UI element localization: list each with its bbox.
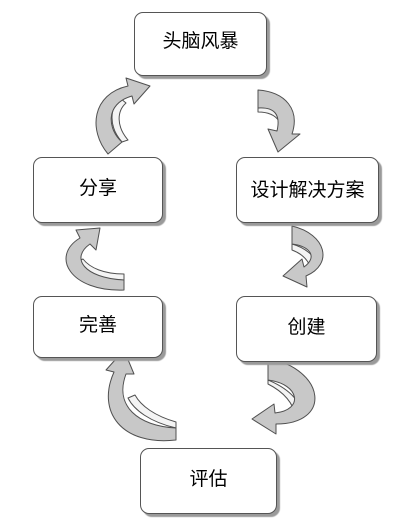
step-box-design-solution: 设计解决方案 [236,157,379,223]
step-label-design-solution: 设计解决方案 [250,178,365,201]
curved-arrow-build-to-evaluate [251,357,316,435]
curved-arrow-brainstorm-to-design [257,89,301,153]
curved-arrow-design-to-build [282,225,324,288]
curved-arrow-share-to-brainstorm [95,77,151,155]
step-label-evaluate: 评估 [189,467,228,490]
step-box-brainstorm: 头脑风暴 [134,12,267,76]
curved-arrow-evaluate-to-improve [105,349,177,442]
step-box-improve: 完善 [33,296,163,358]
step-label-brainstorm: 头脑风暴 [162,29,239,52]
step-label-build: 创建 [287,315,326,338]
step-label-share: 分享 [78,176,117,199]
step-label-improve: 完善 [78,313,117,336]
step-box-share: 分享 [33,157,163,223]
curved-arrow-improve-to-share [65,227,125,291]
step-box-build: 创建 [236,296,377,362]
step-box-evaluate: 评估 [140,448,277,514]
